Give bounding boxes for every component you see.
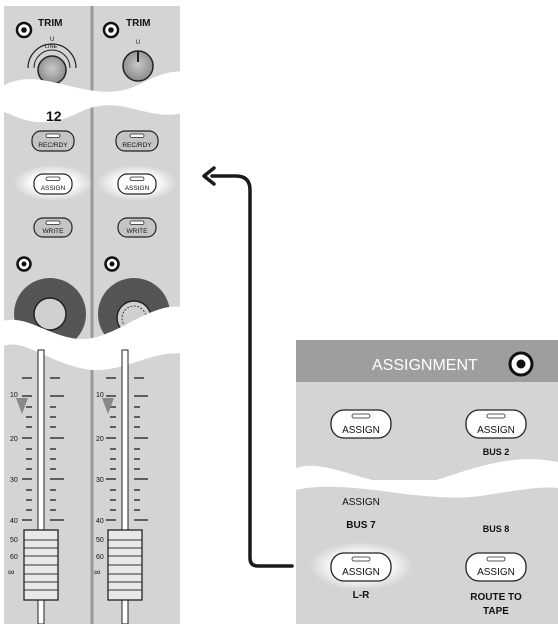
assign-bus1-label: ASSIGN [342,425,380,436]
write-label-2: WRITE [127,228,149,235]
fader-scale-20-ch1: 20 [10,436,18,443]
unity-marker-1 [16,398,28,414]
trim-knob-1[interactable] [37,55,67,85]
channel-strips: TRIM U LINE TRIM U 12 REC/RDY [0,6,186,624]
arrow-head [202,166,216,186]
channel-number: 12 [46,108,62,124]
write-label-1: WRITE [43,228,65,235]
assign-bus2-button[interactable]: ASSIGN [465,409,527,439]
fader-scale-50-ch2: 50 [96,537,104,544]
assign-caption: ASSIGN [342,497,380,508]
assign-label-ch1: ASSIGN [41,185,66,192]
rec-rdy-label-1: REC/RDY [38,142,68,149]
fader-scale-40-ch1: 40 [10,518,18,525]
fader-scale-30-ch2: 30 [96,477,104,484]
write-button-1[interactable]: WRITE [33,217,73,238]
wave-break-2 [0,306,186,371]
assign-bus2-label: ASSIGN [477,425,515,436]
trim-label-1: TRIM [38,18,62,29]
unity-marker-2 [102,398,114,414]
fader-scale-20-ch2: 20 [96,436,104,443]
fader-cap-2[interactable] [107,529,143,601]
fader-scale-30-ch1: 30 [10,477,18,484]
fader-scale-inf-ch2: ∞ [94,567,100,577]
assignment-panel: ASSIGNMENT ASSIGN ASSIGN BUS 2 ASSIGN BU… [296,340,558,624]
assign-label-ch2: ASSIGN [125,185,150,192]
assign-bus1-button[interactable]: ASSIGN [330,409,392,439]
fader-scale-60-ch1: 60 [10,554,18,561]
fader-scale-10-ch2: 10 [96,392,104,399]
assignment-title: ASSIGNMENT [372,357,478,374]
rec-rdy-button-2[interactable]: REC/RDY [115,130,159,152]
assign-lr-button[interactable]: ASSIGN [330,552,392,582]
fader-scale-10-ch1: 10 [10,392,18,399]
fader-cap-1[interactable] [23,529,59,601]
fader-scale-40-ch2: 40 [96,518,104,525]
trim-label-2: TRIM [126,18,150,29]
assign-button-ch2[interactable]: ASSIGN [117,173,157,195]
trim-section: TRIM U LINE TRIM U [15,18,154,85]
fader-section: 10 20 30 40 50 60 ∞ 10 20 30 40 50 60 ∞ [8,349,148,624]
assign-lr-label: ASSIGN [342,567,380,578]
trim-u-marker-1: U [50,37,54,43]
rec-rdy-label-2: REC/RDY [122,142,152,149]
fader-scale-inf-ch1: ∞ [8,567,14,577]
bus2-label: BUS 2 [483,447,510,457]
bus7-label: BUS 7 [346,520,376,531]
route-to-label: ROUTE TO [470,592,522,603]
trim-line-label-1: LINE [45,44,58,50]
connector-arrow [210,174,294,568]
assign-route-label: ASSIGN [477,567,515,578]
tape-label: TAPE [483,606,509,617]
bus8-label: BUS 8 [483,524,510,534]
trim-u-marker-2: U [136,40,140,46]
lr-label: L-R [353,590,370,601]
assign-route-to-tape-button[interactable]: ASSIGN [465,552,527,582]
rec-rdy-button-1[interactable]: REC/RDY [31,130,75,152]
wave-break-1 [0,71,186,123]
fader-scale-60-ch2: 60 [96,554,104,561]
fader-scale-50-ch1: 50 [10,537,18,544]
write-button-2[interactable]: WRITE [117,217,157,238]
assign-button-ch1[interactable]: ASSIGN [33,173,73,195]
